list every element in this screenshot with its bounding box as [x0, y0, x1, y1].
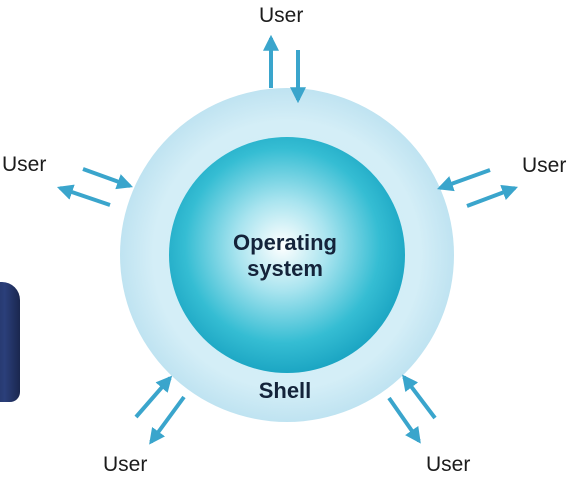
user-label-left: User — [2, 153, 47, 176]
user-label-bottom-right: User — [426, 453, 471, 476]
arrow-bottom-right-in — [387, 396, 421, 444]
user-label-top: User — [259, 4, 304, 27]
core-label-line1: Operating — [233, 230, 337, 255]
arrow-bottom-left-in — [149, 395, 186, 445]
shell-label: Shell — [258, 378, 312, 403]
presenter-silhouette — [0, 282, 20, 402]
arrow-right-out — [466, 185, 518, 208]
arrow-left-out — [56, 184, 111, 207]
user-label-right: User — [522, 154, 567, 177]
arrow-bottom-right-out — [402, 374, 437, 420]
user-label-bottom-left: User — [103, 453, 148, 476]
arrow-bottom-left-out — [134, 375, 173, 419]
core-label: Operating system — [195, 230, 375, 282]
arrow-right-in — [436, 168, 491, 192]
arrow-left-in — [82, 167, 134, 190]
operating-system-core — [169, 137, 405, 373]
core-label-line2: system — [247, 256, 323, 281]
